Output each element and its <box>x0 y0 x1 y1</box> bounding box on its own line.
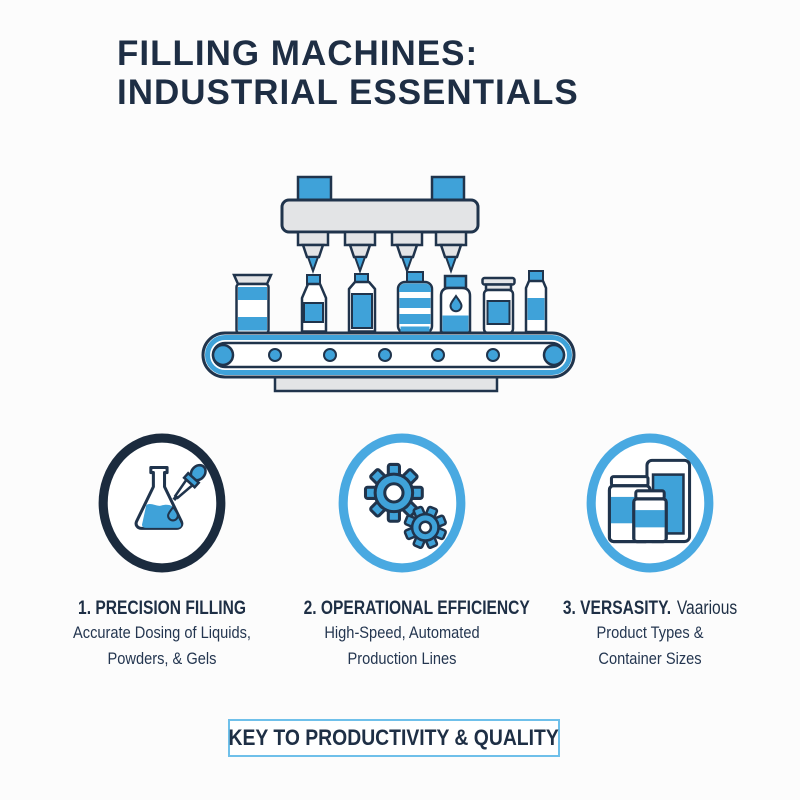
droplet-bottle-icon <box>439 274 472 334</box>
flask-dropper-icon <box>98 433 226 573</box>
feature-column-versatility: 3. VERSASITY.Vaarious Product Types & Co… <box>530 432 770 672</box>
page-title: FILLING MACHINES: INDUSTRIAL ESSENTIALS <box>117 34 579 112</box>
droplet-icon <box>167 505 179 522</box>
ribbed-bottle-icon <box>396 271 434 335</box>
bottle-icon <box>524 270 548 334</box>
bottle-icon <box>300 274 328 333</box>
key-banner-label: KEY TO PRODUCTIVITY & QUALITY <box>228 725 560 750</box>
filling-machine-illustration <box>201 175 576 393</box>
filling-head-manifold <box>280 175 480 234</box>
gear-small-icon <box>403 505 447 549</box>
filling-nozzle-icon <box>434 230 468 274</box>
feature-icon-circle <box>282 432 522 574</box>
bottle-icon <box>347 273 377 333</box>
containers-row <box>232 270 548 335</box>
roller-icon <box>431 348 445 362</box>
feature-column-operational-efficiency: 2. OPERATIONAL EFFICIENCY High-Speed, Au… <box>282 432 530 672</box>
droplet-icon <box>449 294 463 313</box>
filling-nozzle-icon <box>343 230 377 274</box>
feature-column-precision-filling: 1. PRECISION FILLING Accurate Dosing of … <box>42 432 282 672</box>
key-banner: KEY TO PRODUCTIVITY & QUALITY <box>228 719 560 757</box>
features-row: 1. PRECISION FILLING Accurate Dosing of … <box>0 432 800 682</box>
filling-nozzle-icon <box>390 230 424 274</box>
feature-heading: 3. VERSASITY.Vaarious <box>562 598 738 619</box>
feature-description-line: Container Sizes <box>598 649 702 668</box>
feature-description-line: Production Lines <box>347 649 457 668</box>
roller-icon <box>378 348 392 362</box>
gears-icon <box>338 433 466 573</box>
feature-icon-circle <box>530 432 770 574</box>
roller-icon <box>323 348 337 362</box>
feature-heading: 1. PRECISION FILLING <box>78 598 246 619</box>
jar-icon <box>481 276 516 335</box>
feature-description-line: Powders, & Gels <box>107 649 217 668</box>
gear-large-icon <box>363 462 424 523</box>
conveyor-belt-icon <box>201 331 576 379</box>
feature-description-line: High-Speed, Automated <box>324 623 480 642</box>
roller-icon <box>211 343 235 367</box>
feature-icon-circle <box>42 432 282 574</box>
jar-icon <box>232 273 273 335</box>
filling-nozzle-icon <box>296 230 330 274</box>
dropper-icon <box>172 463 207 502</box>
jar-small-icon <box>632 489 668 544</box>
feature-description-line: Accurate Dosing of Liquids, <box>73 623 251 642</box>
feature-heading: 2. OPERATIONAL EFFICIENCY <box>303 598 530 619</box>
containers-icon <box>586 433 714 573</box>
roller-icon <box>268 348 282 362</box>
page-title-line1: FILLING MACHINES: <box>117 34 479 73</box>
page-title-line2: INDUSTRIAL ESSENTIALS <box>117 73 579 112</box>
filling-nozzles <box>296 230 468 274</box>
roller-icon <box>542 343 566 367</box>
feature-description-line: Product Types & <box>596 623 704 642</box>
roller-icon <box>486 348 500 362</box>
